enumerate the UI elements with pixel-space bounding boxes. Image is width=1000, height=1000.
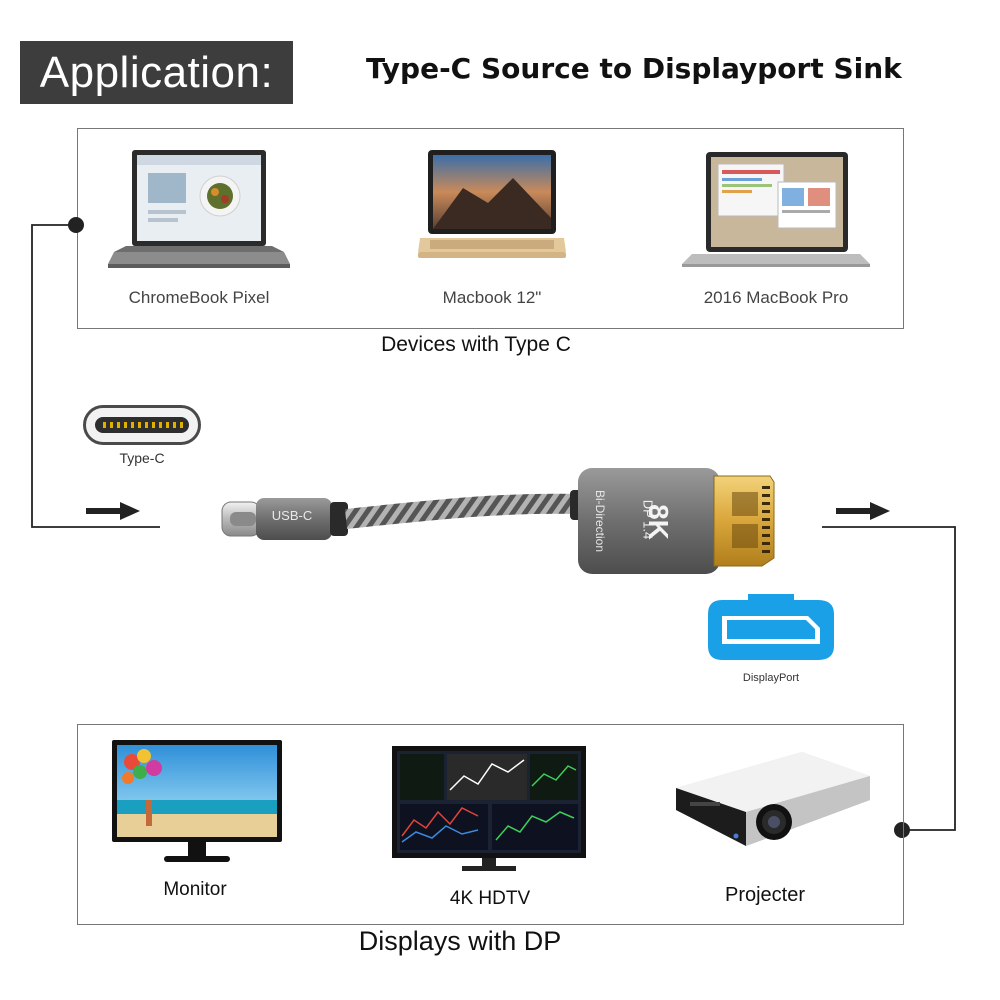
- type-c-port-label: Type-C: [119, 450, 165, 466]
- device-label-macbook-12: Macbook 12": [442, 288, 542, 307]
- bi-direction-text: Bi-Direction: [593, 489, 607, 552]
- usb-c-to-displayport-cable-image: [221, 462, 782, 580]
- monitor-image: [112, 740, 282, 868]
- page-title: Type-C Source to Displayport Sink: [366, 52, 902, 85]
- display-label-hdtv: 4K HDTV: [449, 888, 531, 909]
- hdtv-image: [392, 746, 586, 872]
- display-section-label: Displays with DP: [358, 926, 562, 956]
- macbook-pro-laptop-image: [682, 150, 870, 268]
- display-devices-frame: [77, 724, 904, 925]
- application-badge: Application:: [20, 41, 293, 104]
- source-section-label: Devices with Type C: [381, 333, 571, 356]
- macbook-12-laptop-image: [418, 148, 566, 270]
- arrow-right-icon: [86, 502, 140, 520]
- device-label-macbook-pro: 2016 MacBook Pro: [703, 288, 849, 307]
- type-c-port-icon: [83, 405, 201, 445]
- display-label-monitor: Monitor: [163, 879, 227, 900]
- display-label-projector: Projecter: [724, 884, 806, 906]
- projector-image: [676, 750, 870, 854]
- usb-c-connector-label: USB-C: [271, 508, 313, 523]
- chromebook-laptop-image: [108, 148, 290, 270]
- displayport-port-icon: [708, 594, 834, 660]
- resolution-text: 8K: [643, 504, 674, 540]
- dp-connector-print: Bi-Direction DP 1.4 8K: [578, 468, 718, 572]
- device-label-chromebook: ChromeBook Pixel: [128, 288, 270, 307]
- arrow-right-icon: [836, 502, 890, 520]
- displayport-port-label: DisplayPort: [742, 672, 800, 684]
